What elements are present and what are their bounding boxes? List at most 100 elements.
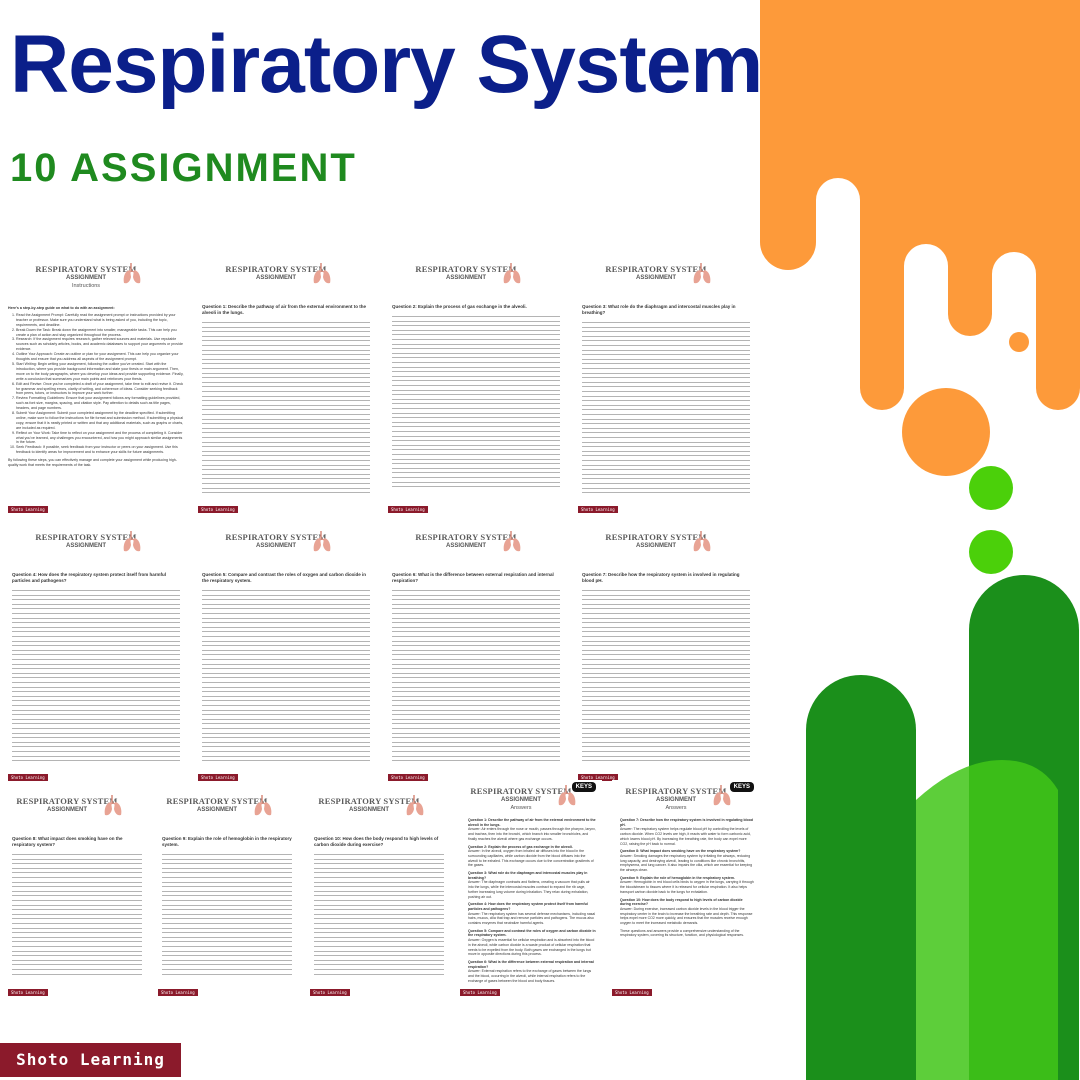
worksheet-title: RESPIRATORY SYSTEM — [415, 532, 517, 542]
answer-line — [582, 723, 750, 725]
question-text: Question 4: How does the respiratory sys… — [12, 572, 167, 583]
answer-line — [314, 955, 444, 957]
answer-line — [12, 760, 180, 762]
answer-line — [202, 395, 370, 397]
answer-line — [392, 329, 560, 331]
answer-line — [162, 918, 292, 920]
worksheet-assignment-label: ASSIGNMENT — [65, 275, 106, 281]
answer-line — [12, 617, 180, 619]
answer-line — [202, 723, 370, 725]
keys-badge: KEYS — [571, 782, 596, 792]
answer-line — [582, 691, 750, 693]
answer-line — [392, 408, 560, 409]
question-text: Question 2: Explain the process of gas e… — [392, 304, 527, 309]
answer-text: Answer: External respiration refers to t… — [468, 969, 592, 983]
answer-line — [202, 391, 370, 392]
answer-line — [582, 478, 750, 480]
instruction-step: Edit and Revise: Once you've completed a… — [16, 382, 184, 397]
answer-line — [392, 412, 560, 414]
answer-line — [202, 460, 370, 461]
answer-line — [392, 691, 560, 693]
answer-line — [202, 381, 370, 383]
answer-line — [582, 322, 750, 323]
answer-line — [314, 909, 444, 911]
answer-line — [202, 668, 370, 670]
answer-line — [12, 603, 180, 605]
instruction-step: Submit Your Assignment: Submit your comp… — [16, 411, 184, 431]
lungs-icon — [557, 783, 577, 807]
answer-text: Answer: Oxygen is essential for cellular… — [468, 938, 595, 957]
answer-lines — [314, 852, 444, 976]
answer-text: Answer: The respiratory system helps reg… — [620, 827, 751, 846]
answer-line — [392, 348, 560, 350]
answer-line — [582, 460, 750, 461]
answer-line — [12, 626, 180, 628]
answer-line — [202, 631, 370, 633]
green-gradient-shape — [916, 760, 1058, 1080]
worksheet-footer-label: Shoto Learning — [198, 774, 238, 781]
answer-line — [392, 385, 560, 386]
answer-question: Question 3: What role do the diaphragm a… — [468, 871, 588, 880]
lungs-icon — [692, 261, 712, 285]
answer-question: Question 2: Explain the process of gas e… — [468, 844, 573, 849]
answer-line — [582, 492, 750, 494]
answer-line — [12, 682, 180, 683]
answer-line — [202, 455, 370, 457]
answer-line — [392, 380, 560, 382]
answer-line — [392, 398, 560, 400]
answer-line — [582, 400, 750, 402]
answer-line — [12, 872, 142, 874]
lungs-icon — [312, 261, 332, 285]
lungs-icon — [712, 783, 732, 807]
answer-line — [582, 469, 750, 471]
answer-line — [582, 354, 750, 356]
answer-line — [392, 334, 560, 336]
answer-line — [392, 352, 560, 354]
answer-line — [392, 603, 560, 605]
answer-line — [202, 718, 370, 720]
answer-line — [162, 877, 292, 878]
answer-line — [392, 746, 560, 748]
answers-closing: These questions and answers provide a co… — [620, 928, 744, 938]
answer-line — [202, 423, 370, 425]
instruction-step: Research: If the assignment requires res… — [16, 337, 184, 352]
answer-question: Question 1: Describe the pathway of air … — [468, 818, 596, 827]
answer-line — [392, 467, 560, 469]
answer-line — [12, 636, 180, 637]
answer-line — [314, 923, 444, 924]
answer-line — [314, 936, 444, 938]
answer-line — [12, 649, 180, 651]
answer-line — [582, 418, 750, 420]
answer-line — [392, 481, 560, 483]
answer-line — [582, 326, 750, 328]
lungs-icon — [103, 793, 123, 817]
question-text: Question 7: Describe how the respiratory… — [582, 572, 740, 583]
keys-badge: KEYS — [729, 782, 754, 792]
answer-line — [202, 649, 370, 651]
answer-lines — [202, 588, 370, 762]
instructions-outro: By following these steps, you can effect… — [8, 458, 177, 468]
answer-line — [202, 728, 370, 729]
green-dots — [969, 466, 1013, 574]
answer-line — [12, 950, 142, 952]
answer-line — [314, 854, 444, 855]
answer-line — [12, 608, 180, 610]
worksheet-assignment-label: ASSIGNMENT — [65, 543, 106, 549]
answer-line — [12, 946, 142, 947]
worksheet-assignment-label: ASSIGNMENT — [655, 797, 696, 803]
answer-line — [202, 469, 370, 471]
answer-line — [202, 672, 370, 674]
answer-line — [12, 645, 180, 647]
answer-line — [12, 969, 142, 970]
answer-text: Answer: Hemoglobin in red blood cells bi… — [620, 880, 754, 894]
answer-line — [202, 741, 370, 743]
answer-question: Question 5: Compare and contrast the rol… — [468, 928, 596, 938]
answer-line — [12, 613, 180, 614]
question-text: Question 6: What is the difference betwe… — [392, 572, 554, 583]
